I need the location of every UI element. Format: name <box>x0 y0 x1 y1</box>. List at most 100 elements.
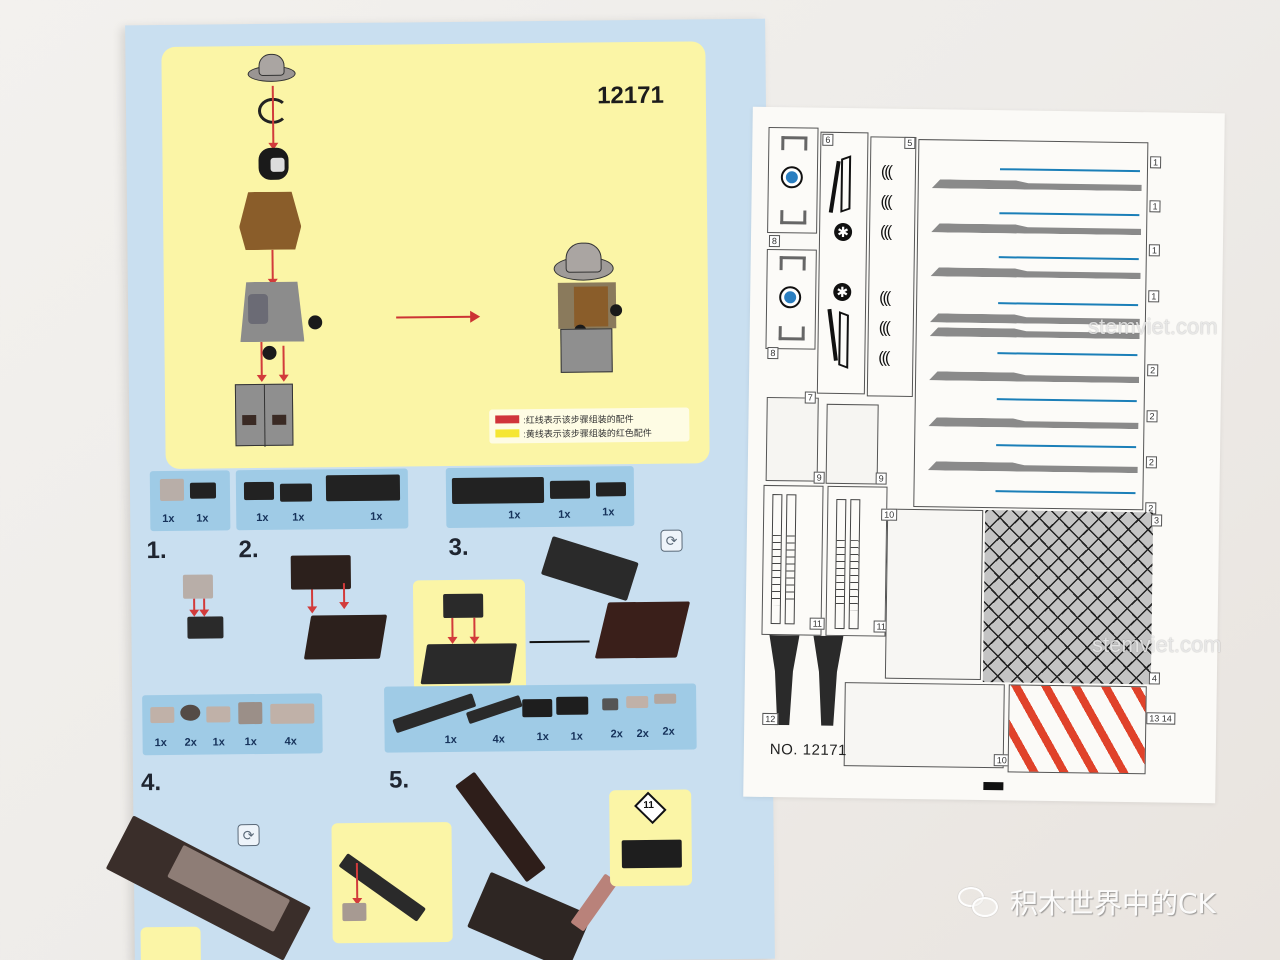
step-number-3: 3. <box>448 533 469 562</box>
sticker-panel-11-left <box>761 484 824 636</box>
part-qty: 4x <box>492 733 505 746</box>
sticker-num: 1 <box>1150 156 1162 169</box>
assembly-arrow <box>260 341 263 376</box>
part-qty: 1x <box>154 736 167 750</box>
wechat-icon <box>958 885 1002 919</box>
minifig-legs <box>234 383 294 447</box>
step3-assembly-base <box>594 601 691 659</box>
minifig-hat <box>247 53 296 85</box>
sticker-legs <box>768 635 849 726</box>
part-qty: 1x <box>256 511 269 525</box>
sticker-num: 8 <box>768 234 781 248</box>
rotate-icon: ⟳ <box>660 529 683 552</box>
sticker-num: 9 <box>813 471 825 484</box>
sticker-num: 2 <box>1147 364 1159 377</box>
sticker-num: 1 <box>1148 244 1160 257</box>
parts-list-step1: 1x 1x <box>149 470 231 532</box>
sticker-emblem: ✱ ✱ <box>816 131 869 395</box>
part-qty: 2x <box>662 725 675 738</box>
step3-connector-arrow <box>529 640 590 644</box>
step4-subassembly-panel <box>140 926 201 960</box>
rotate-icon: ⟳ <box>237 824 260 847</box>
part-qty: 4x <box>284 735 297 748</box>
minifig-head <box>258 147 289 180</box>
part-qty: 1x <box>558 508 571 521</box>
part-qty: 1x <box>444 733 457 747</box>
sticker-num: 11 <box>809 617 826 630</box>
part-qty: 1x <box>570 730 583 743</box>
result-arrow <box>396 315 475 319</box>
instruction-booklet-page: 12171 <box>105 18 775 960</box>
sticker-num: 1 <box>1149 200 1161 213</box>
step2-plate <box>303 614 388 660</box>
part-qty: 1x <box>536 730 549 744</box>
parts-list-step5: 1x 4x 1x 1x 2x 2x 2x <box>384 683 697 753</box>
sticker-num: 3 <box>1151 514 1163 527</box>
minifig-vest <box>239 192 302 251</box>
part-qty: 1x <box>508 509 521 522</box>
minifigure-assembly-panel: 12171 <box>161 41 710 469</box>
set-number: 12171 <box>596 81 664 110</box>
sticker-sheet-number: NO. 12171 <box>769 741 848 760</box>
legend-text-yellow: :黄线表示该步骤组装的红色配件 <box>523 427 652 439</box>
sticker-panel-11-right <box>825 485 888 637</box>
legend-text-red: :红线表示该步骤组装的配件 <box>523 413 634 425</box>
part-qty: 1x <box>244 736 257 749</box>
wechat-account-name: 积木世界中的CK <box>1010 887 1216 920</box>
sticker-chevrons <box>1007 684 1147 775</box>
legend-swatch-red <box>495 415 520 424</box>
step5-assembly <box>467 871 592 960</box>
gear-icon: ✱ <box>833 282 852 302</box>
sticker-num: 6 <box>822 133 834 146</box>
sticker-num: 1 <box>1148 290 1160 303</box>
sticker-num: 10 <box>881 508 898 521</box>
step3-assembly-top <box>540 535 639 602</box>
minifig-hand <box>308 315 323 330</box>
step1-plate-black <box>187 616 224 639</box>
watermark-site: stemviet.com <box>1092 632 1222 657</box>
sticker-num: 5 <box>904 136 916 150</box>
gear-icon: ✱ <box>833 222 853 242</box>
part-qty: 1x <box>602 506 615 519</box>
sticker-num: 4 <box>1148 672 1160 685</box>
parts-list-step3: 1x 1x 1x <box>445 466 635 529</box>
sticker-panel-9 <box>825 403 879 485</box>
assembly-arrow <box>342 583 346 604</box>
step5-subassembly-panel <box>331 822 453 944</box>
legend-swatch-yellow <box>495 429 520 438</box>
sticker-sheet: 8 8 ✱ ✱ 6 ((((((((( ((((((((( 5 1 1 1 1 … <box>743 106 1225 804</box>
part-qty: 1x <box>212 736 225 749</box>
part-qty: 2x <box>610 728 623 741</box>
part-qty: 1x <box>162 512 175 526</box>
part-qty: 2x <box>636 727 649 741</box>
step5-callout-panel: 11 <box>609 789 693 887</box>
part-qty: 1x <box>292 511 305 524</box>
color-legend: :红线表示该步骤组装的配件 :黄线表示该步骤组装的红色配件 <box>489 407 690 444</box>
assembly-arrow <box>282 345 285 376</box>
minifig-torso <box>240 282 305 343</box>
sticker-num: 9 <box>875 472 887 485</box>
registration-mark <box>983 782 1004 791</box>
result-arrow-head <box>470 310 481 323</box>
sticker-num: 13 14 <box>1146 712 1175 725</box>
sticker-num: 2 <box>1145 456 1158 469</box>
step-number-5: 5. <box>388 766 410 794</box>
step-number-4: 4. <box>140 769 162 797</box>
assembled-minifigure <box>543 242 634 383</box>
assembly-arrow <box>271 249 274 280</box>
legend-row-yellow: :黄线表示该步骤组装的红色配件 <box>495 425 683 441</box>
sticker-eye-top <box>767 126 819 234</box>
part-qty: 1x <box>196 512 209 525</box>
sticker-panel-10 <box>884 508 984 680</box>
step5-long-plate <box>455 771 546 883</box>
step-number-2: 2. <box>238 536 259 564</box>
assembly-arrow <box>311 589 314 608</box>
sticker-eye-bottom <box>765 248 817 350</box>
sticker-num: 7 <box>804 391 816 404</box>
assembly-arrow <box>203 598 206 611</box>
assembly-arrow <box>193 598 196 611</box>
parts-list-step2: 1x 1x 1x <box>235 468 409 531</box>
sticker-panel-7 <box>765 396 819 482</box>
sticker-num: 8 <box>767 346 779 360</box>
watermark-site: stemviet.com <box>1088 314 1218 339</box>
